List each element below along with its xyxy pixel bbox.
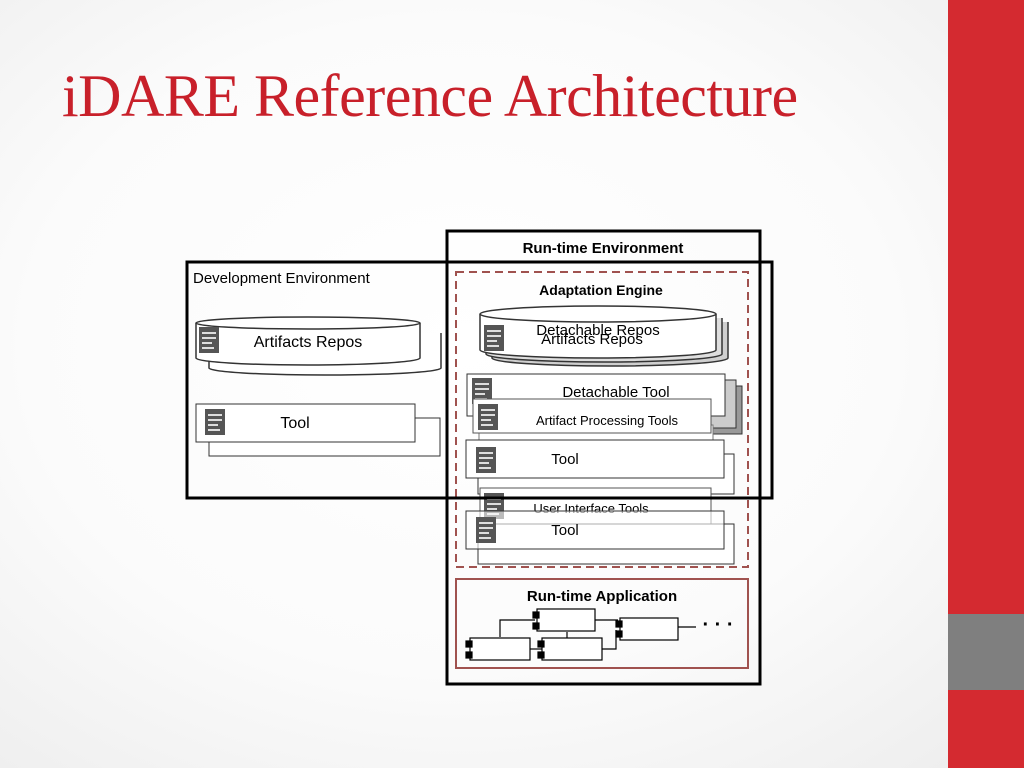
- architecture-diagram: Run-time Environment Adaptation Engine D…: [185, 229, 774, 686]
- runtime-application-box: [455, 578, 749, 669]
- artifact-processing-tools-label: Artifact Processing Tools: [536, 413, 679, 428]
- engine-tool-box-2: [465, 510, 735, 565]
- detachable-tool-label: Detachable Tool: [562, 384, 669, 401]
- engine-tool-label-2: Tool: [551, 522, 579, 539]
- dev-artifacts-repos-cylinder: [195, 316, 442, 376]
- dev-artifacts-repos-label: Artifacts Repos: [254, 334, 362, 351]
- development-environment-title: Development Environment: [193, 270, 371, 287]
- dev-tool-box: [195, 403, 441, 457]
- engine-tool-box-1: [465, 439, 735, 495]
- component-network: [465, 608, 696, 661]
- runtime-environment-title: Run-time Environment: [523, 240, 684, 257]
- engine-tool-label-1: Tool: [551, 451, 579, 468]
- adaptation-engine-box: [455, 271, 749, 568]
- detachable-repos-label: Detachable Repos: [536, 322, 659, 339]
- side-accent-bar-bottom: [948, 690, 1024, 768]
- more-components-ellipsis: · · ·: [702, 614, 733, 636]
- side-accent-bar-top: [948, 0, 1024, 614]
- adaptation-engine-title: Adaptation Engine: [539, 282, 663, 298]
- development-environment-box: [185, 260, 774, 500]
- runtime-application-title: Run-time Application: [527, 588, 677, 605]
- runtime-environment-box: [445, 229, 762, 686]
- dev-tool-label: Tool: [280, 415, 309, 432]
- slide-title: iDARE Reference Architecture: [62, 63, 798, 129]
- side-accent-bar-grey: [948, 614, 1024, 690]
- engine-artifacts-repos-label: Artifacts Repos: [541, 331, 643, 348]
- detachable-repos-cylinder: [479, 305, 729, 367]
